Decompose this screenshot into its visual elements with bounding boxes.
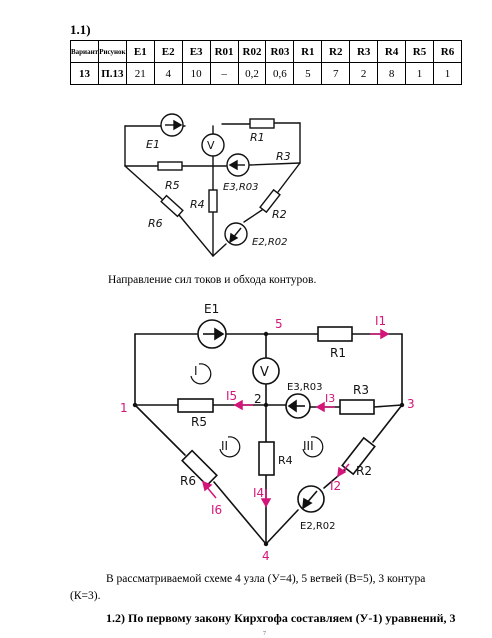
page-number: 7 <box>263 631 266 637</box>
label-loop3: III <box>303 439 314 453</box>
label-e2: E2,R02 <box>300 521 336 532</box>
parameters-table: Вариант Рисунок E1 E2 E3 R01 R02 R03 R1 … <box>70 40 463 85</box>
label-voltmeter: V <box>260 365 269 380</box>
r2-resistor <box>341 436 376 476</box>
label-r4: R4 <box>278 454 293 467</box>
label-voltmeter: V <box>207 139 215 152</box>
label-loop2: II <box>221 439 228 453</box>
r1-resistor <box>317 326 353 342</box>
label-i4: I4 <box>253 486 264 500</box>
label-node1: 1 <box>120 401 128 415</box>
label-r6: R6 <box>148 217 163 230</box>
voltmeter <box>201 133 225 157</box>
label-loop1: I <box>194 364 198 378</box>
caption-directions: Направление сил токов и обхода контуров. <box>108 274 317 286</box>
label-i5: I5 <box>226 389 237 403</box>
table-header-row: Вариант Рисунок E1 E2 E3 R01 R02 R03 R1 … <box>70 40 463 63</box>
circuit-diagram-2: E1 5 R1 I1 I V E3,R03 R3 I3 I5 2 1 3 R5 … <box>120 302 415 563</box>
label-e3: E3,R03 <box>223 182 259 193</box>
label-i3: I3 <box>325 392 335 405</box>
label-r2: R2 <box>356 464 372 478</box>
table-header-cell: R5 <box>405 40 434 63</box>
label-node3: 3 <box>407 397 415 411</box>
r1-resistor <box>249 118 275 129</box>
label-r1: R1 <box>250 131 265 144</box>
paragraph-topology: В рассматриваемой схеме 4 узла (У=4), 5 … <box>70 573 426 602</box>
label-e2: E2,R02 <box>252 237 288 248</box>
r4-resistor <box>258 441 275 476</box>
section-heading: 1.1) <box>70 22 91 37</box>
r4-resistor <box>208 189 218 213</box>
r6-resistor <box>160 194 184 218</box>
table-cell: 1 <box>432 62 463 85</box>
table-header-cell: R2 <box>321 40 351 63</box>
circuit-diagram-1: E1 R1 V R3 R5 E3,R03 R4 R6 R2 E2,R02 <box>124 113 301 257</box>
r5-resistor <box>177 398 214 413</box>
table-cell: 0,2 <box>237 62 267 85</box>
label-r1: R1 <box>330 346 346 360</box>
table-cell: 8 <box>377 62 407 85</box>
label-r4: R4 <box>190 198 205 211</box>
table-header-cell: R02 <box>237 40 267 63</box>
r5-resistor <box>157 161 183 171</box>
table-row: 13 П.13 21 4 10 – 0,2 0,6 5 7 2 8 1 1 <box>70 62 463 85</box>
table-header-cell: E1 <box>125 40 155 63</box>
heading-kirchhoff: 1.2) По первому закону Кирхгофа составля… <box>106 611 456 625</box>
label-node2: 2 <box>254 392 262 406</box>
voltmeter <box>252 357 280 385</box>
label-r3: R3 <box>276 150 291 163</box>
label-i2: I2 <box>330 479 341 493</box>
label-i1: I1 <box>375 314 386 328</box>
label-node5: 5 <box>275 317 283 331</box>
r2-resistor <box>259 188 281 214</box>
label-e1: E1 <box>204 302 219 316</box>
label-r3: R3 <box>353 383 369 397</box>
label-r5: R5 <box>165 179 180 192</box>
table-header-cell: R4 <box>377 40 407 63</box>
label-r6: R6 <box>180 474 196 488</box>
r6-resistor <box>181 449 218 487</box>
table-header-cell: R1 <box>293 40 323 63</box>
r3-resistor <box>339 399 375 415</box>
label-node4: 4 <box>262 549 270 563</box>
label-r2: R2 <box>272 208 287 221</box>
label-e1: E1 <box>146 138 160 151</box>
label-r5: R5 <box>191 415 207 429</box>
label-e3: E3,R03 <box>287 382 323 393</box>
label-i6: I6 <box>211 503 222 517</box>
